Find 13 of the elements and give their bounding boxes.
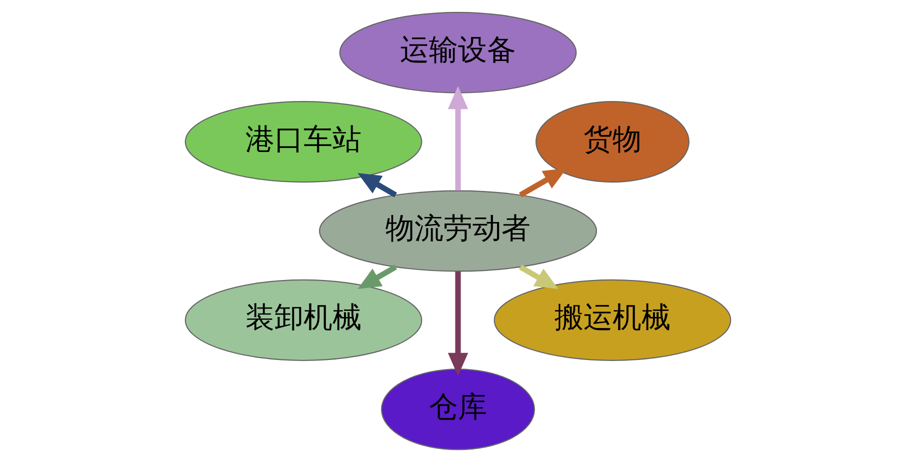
arrow — [448, 271, 468, 376]
node-ellipse: 货物 — [535, 101, 690, 183]
arrow — [519, 168, 567, 198]
arrow — [448, 86, 468, 191]
node-ellipse: 物流劳动者 — [318, 190, 598, 272]
node-ellipse: 运输设备 — [339, 12, 577, 94]
node-ellipse: 搬运机械 — [494, 279, 732, 361]
arrow — [358, 264, 397, 289]
arrow — [358, 173, 397, 198]
arrow — [519, 264, 558, 289]
node-ellipse: 装卸机械 — [184, 279, 422, 361]
node-ellipse: 港口车站 — [184, 101, 422, 183]
node-ellipse: 仓库 — [381, 368, 535, 450]
